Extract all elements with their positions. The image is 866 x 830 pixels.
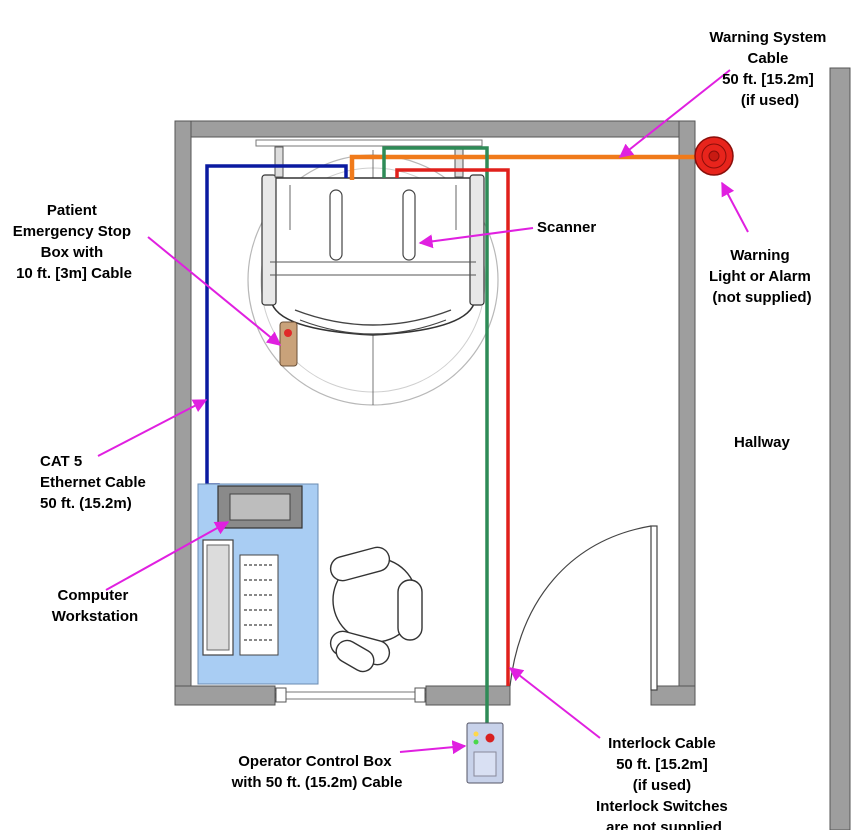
operator-box-label: Operator Control Box with 50 ft. (15.2m)… bbox=[231, 753, 403, 791]
arrow-ethernet bbox=[97, 399, 208, 457]
arrow-workstation bbox=[105, 521, 230, 591]
scanner-unit bbox=[247, 146, 499, 406]
emergency-stop-box-icon bbox=[279, 321, 298, 367]
arrow-scanner bbox=[418, 227, 534, 249]
room-door bbox=[509, 525, 658, 691]
operator-cable-line bbox=[382, 146, 489, 723]
computer-workstation bbox=[197, 483, 319, 685]
warning-light-label: Warning Light or Alarm (not supplied) bbox=[709, 247, 815, 306]
warning-cable-line bbox=[349, 154, 700, 180]
workstation-label: Computer Workstation bbox=[52, 587, 138, 625]
hallway-wall bbox=[829, 67, 851, 830]
pointer-arrows bbox=[97, 69, 749, 755]
interlock-cable-line bbox=[395, 168, 510, 686]
operator-chair-icon bbox=[329, 546, 423, 673]
arrow-warning-light bbox=[721, 181, 749, 233]
scanner-label: Scanner bbox=[537, 219, 596, 236]
estop-label: Patient Emergency Stop Box with 10 ft. [… bbox=[13, 202, 136, 282]
arrow-operator-box bbox=[399, 740, 467, 755]
operator-control-box-icon bbox=[466, 722, 504, 784]
arrow-estop bbox=[147, 236, 282, 346]
interlock-label: Interlock Cable 50 ft. [15.2m] (if used)… bbox=[596, 735, 732, 830]
arrow-interlock bbox=[508, 667, 601, 739]
arrow-warning-cable bbox=[618, 69, 731, 158]
hallway-label: Hallway bbox=[734, 434, 791, 451]
warning-cable-label: Warning System Cable 50 ft. [15.2m] (if … bbox=[709, 29, 830, 109]
ethernet-label: CAT 5 Ethernet Cable 50 ft. (15.2m) bbox=[40, 453, 150, 512]
warning-light-icon bbox=[694, 136, 734, 176]
